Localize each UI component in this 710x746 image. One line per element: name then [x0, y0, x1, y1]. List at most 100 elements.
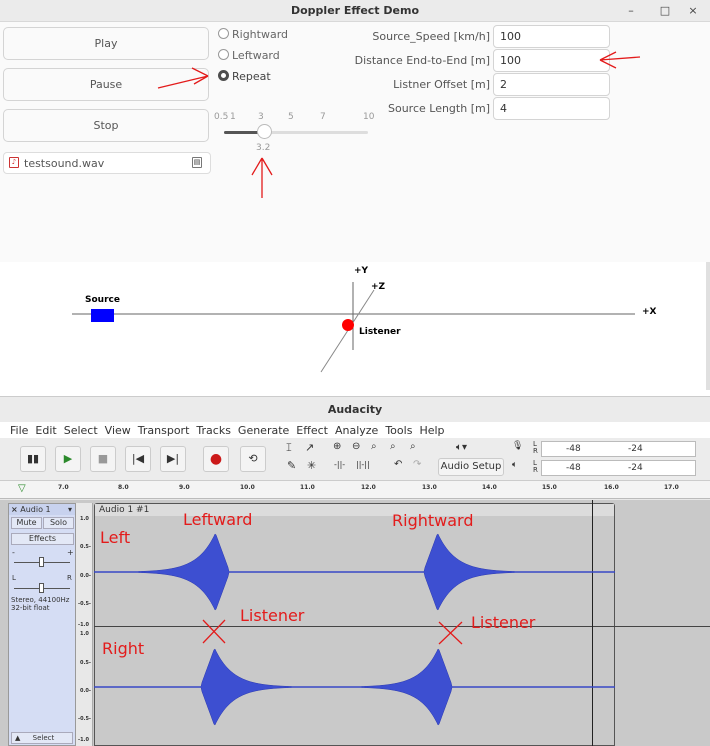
gain-slider-handle[interactable]: [39, 557, 44, 567]
menu-item-edit[interactable]: Edit: [35, 424, 57, 437]
zoom-out-icon[interactable]: ⊖: [352, 441, 361, 452]
annotation-leftward: Leftward: [183, 510, 253, 529]
track-menu-icon[interactable]: ▾: [67, 505, 72, 514]
timeline-options-icon[interactable]: ▽: [18, 483, 26, 494]
trim-icon[interactable]: -||-: [334, 460, 346, 469]
multi-tool-icon[interactable]: ✳: [307, 459, 317, 472]
select-button[interactable]: ▲ Select: [11, 732, 73, 744]
select-label: Select: [32, 734, 55, 742]
mute-button[interactable]: Mute: [11, 517, 42, 529]
channel-divider: [94, 626, 710, 627]
pan-slider-handle[interactable]: [39, 583, 44, 593]
playhead-line: [592, 500, 593, 746]
speaker-dropdown-icon[interactable]: 🔈︎▾: [456, 442, 468, 453]
radio-rightward[interactable]: Rightward: [218, 28, 288, 41]
fit-project-icon[interactable]: ⌕: [390, 441, 396, 452]
maximize-button[interactable]: □: [659, 4, 671, 17]
radio-repeat-label: Repeat: [232, 70, 271, 83]
file-selector[interactable]: ♪ testsound.wav ▤: [3, 152, 211, 174]
track-name: Audio 1: [20, 505, 51, 514]
amp-tick: 0.5-: [80, 544, 91, 550]
source-marker: [91, 309, 114, 322]
channel-r: R: [533, 447, 538, 455]
stop-icon[interactable]: ■: [90, 446, 116, 472]
skip-start-icon[interactable]: |◀: [125, 446, 151, 472]
audio-clip[interactable]: Audio 1 #1: [94, 503, 615, 746]
menu-item-effect[interactable]: Effect: [296, 424, 328, 437]
ruler-tick: 12.0: [361, 484, 376, 491]
slider-value: 3.2: [256, 143, 271, 153]
pan-right: R: [67, 574, 72, 582]
draw-tool-icon[interactable]: ✎: [287, 459, 297, 472]
source-speed-input[interactable]: 100: [493, 25, 610, 48]
open-file-icon[interactable]: ▤: [192, 157, 202, 168]
slider-handle[interactable]: [257, 124, 272, 139]
ruler-tick: 7.0: [58, 484, 69, 491]
menu-item-tools[interactable]: Tools: [385, 424, 413, 437]
radio-leftward-label: Leftward: [232, 49, 280, 62]
distance-input[interactable]: 100: [493, 49, 610, 72]
play-button[interactable]: Play: [3, 27, 209, 60]
amp-tick: -0.5-: [78, 601, 92, 607]
ruler-tick: 13.0: [422, 484, 437, 491]
doppler-window: Doppler Effect Demo – □ × Play Pause Sto…: [0, 0, 710, 373]
radio-repeat[interactable]: Repeat: [218, 70, 271, 83]
selection-tool-icon[interactable]: 𝙸: [285, 441, 293, 454]
amp-tick: 1.0: [80, 516, 89, 522]
track-header[interactable]: × Audio 1 ▾: [9, 504, 75, 515]
zoom-in-icon[interactable]: ⊕: [333, 441, 342, 452]
stop-button[interactable]: Stop: [3, 109, 209, 142]
close-track-icon[interactable]: ×: [11, 505, 18, 514]
loop-icon[interactable]: ⟲: [240, 446, 266, 472]
menu-item-help[interactable]: Help: [419, 424, 445, 437]
file-name: testsound.wav: [24, 157, 105, 170]
playback-meter[interactable]: -48 -24: [541, 460, 696, 476]
silence-icon[interactable]: ||-||: [356, 460, 370, 469]
clip-name[interactable]: Audio 1 #1: [95, 504, 614, 516]
channel-l: L: [533, 459, 537, 467]
source-length-input[interactable]: 4: [493, 97, 610, 120]
menu-item-analyze[interactable]: Analyze: [334, 424, 379, 437]
collapse-icon[interactable]: ▲: [15, 734, 21, 742]
menu-item-generate[interactable]: Generate: [237, 424, 290, 437]
undo-icon[interactable]: ↶: [394, 459, 403, 470]
track-format: Stereo, 44100Hz 32-bit float: [11, 596, 69, 612]
play-icon[interactable]: ▶: [55, 446, 81, 472]
envelope-tool-icon[interactable]: ↗: [305, 441, 315, 454]
scene-svg: [72, 282, 635, 373]
menu-item-view[interactable]: View: [104, 424, 131, 437]
zoom-toggle-icon[interactable]: ⌕: [410, 441, 416, 452]
listener-offset-input[interactable]: 2: [493, 73, 610, 96]
track-control-panel: × Audio 1 ▾ Mute Solo Effects - + L R St…: [8, 503, 76, 746]
menu-item-tracks[interactable]: Tracks: [196, 424, 231, 437]
record-meter[interactable]: -48 -24: [541, 441, 696, 457]
amp-tick: 0.5-: [80, 660, 91, 666]
menu-item-transport[interactable]: Transport: [137, 424, 190, 437]
skip-end-icon[interactable]: ▶|: [160, 446, 186, 472]
slider-fill: [224, 131, 264, 134]
pause-button[interactable]: Pause: [3, 68, 209, 101]
effects-button[interactable]: Effects: [11, 533, 74, 545]
menu-item-file[interactable]: File: [10, 424, 29, 437]
slider-tick: 5: [288, 112, 294, 122]
speed-slider[interactable]: 0.5 1 3 5 7 10 3.2: [210, 108, 380, 154]
axis-y-label: +Y: [354, 266, 369, 276]
source-length-label: Source Length [m]: [387, 102, 490, 115]
close-button[interactable]: ×: [688, 4, 698, 17]
minimize-button[interactable]: –: [628, 4, 634, 17]
solo-button[interactable]: Solo: [43, 517, 74, 529]
ruler-tick: 16.0: [604, 484, 619, 491]
ruler-tick: 11.0: [300, 484, 315, 491]
ruler-tick: 14.0: [482, 484, 497, 491]
record-icon[interactable]: ●: [203, 446, 229, 472]
redo-icon[interactable]: ↷: [413, 459, 422, 470]
fit-selection-icon[interactable]: ⌕: [371, 441, 377, 452]
mic-icon[interactable]: 🎙︎: [512, 441, 524, 451]
menu-item-select[interactable]: Select: [63, 424, 98, 437]
speaker-meter-icon[interactable]: 🔈︎: [512, 460, 518, 470]
audio-setup-button[interactable]: Audio Setup: [438, 458, 504, 476]
radio-leftward[interactable]: Leftward: [218, 49, 280, 62]
pause-icon[interactable]: ▮▮: [20, 446, 46, 472]
